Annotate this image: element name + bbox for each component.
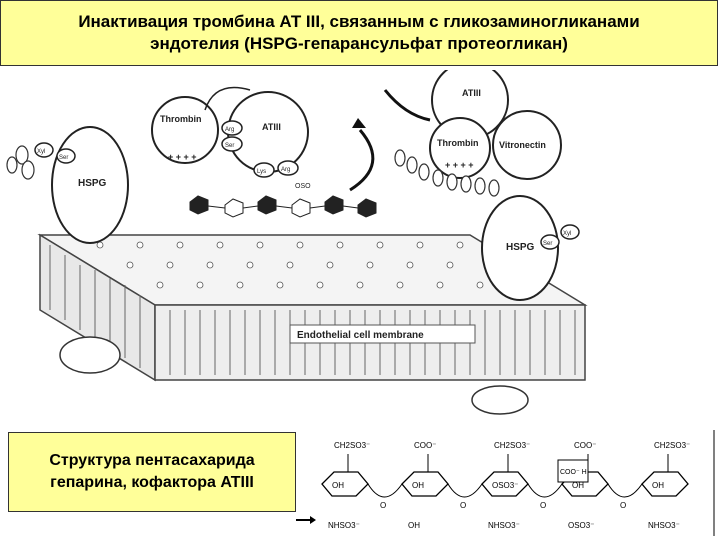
heparin-chain <box>189 195 377 218</box>
left-arg: Arg <box>225 127 234 133</box>
ring-group-label: OH <box>652 481 664 490</box>
glycosidic-link <box>447 483 483 498</box>
bottom-group-label: OSO3⁻ <box>568 521 594 530</box>
top-group-label: CH2SO3⁻ <box>654 441 690 450</box>
hspg-right: HSPG Ser Xyl <box>471 195 580 415</box>
link-oxygen-label: O <box>540 501 546 510</box>
hspg-left-label: HSPG <box>78 178 107 189</box>
hspg-left-xyl: Xyl <box>37 149 45 155</box>
hspg-left-ser: Ser <box>59 155 68 161</box>
top-group-label: COO⁻ <box>574 441 596 450</box>
link-oxygen-label: O <box>620 501 626 510</box>
title-line-1: Инактивация тромбина АТ III, связанным с… <box>78 12 640 31</box>
link-oxygen-label: O <box>460 501 466 510</box>
right-vitronectin-label: Vitronectin <box>499 140 546 150</box>
glycosidic-link <box>527 483 563 498</box>
curved-arrow <box>349 129 375 192</box>
top-group-label: CH2SO3⁻ <box>494 441 530 450</box>
top-group-label: COO⁻ <box>414 441 436 450</box>
bottom-group-label: NHSO3⁻ <box>648 521 680 530</box>
glycosidic-link <box>607 483 643 498</box>
left-arrow <box>204 86 251 111</box>
hspg-left: HSPG Ser Xyl <box>6 126 129 374</box>
membrane-label: Endothelial cell membrane <box>297 330 424 341</box>
link-oxygen-label: O <box>380 501 386 510</box>
left-arg2: Arg <box>281 167 290 173</box>
entry-arrow <box>383 89 431 122</box>
title-box: Инактивация тромбина АТ III, связанным с… <box>0 0 718 66</box>
left-complex: Thrombin + + + + ATIII Arg Ser Lys Arg O… <box>151 86 311 190</box>
ring-group-label: OH <box>572 481 584 490</box>
membrane-figure: Endothelial cell membrane HSPG Ser Xyl T… <box>6 70 588 415</box>
sugar-ring <box>401 471 449 497</box>
left-oso3: OSO <box>295 183 311 190</box>
ring-group-label: OH <box>412 481 424 490</box>
title-line-2: эндотелия (HSPG-гепарансульфат протеогли… <box>150 34 568 53</box>
right-charges: + + + + <box>445 160 474 170</box>
membrane-slab: Endothelial cell membrane <box>37 233 588 382</box>
box-group <box>557 459 589 483</box>
ring-group-label: OSO3⁻ <box>492 481 518 490</box>
left-charges: + + + + <box>168 152 197 162</box>
left-lys: Lys <box>257 169 266 175</box>
left-atiii-label: ATIII <box>262 122 281 132</box>
chem-arrow-head <box>310 516 316 524</box>
sugar-ring <box>641 471 689 497</box>
right-complex: ATIII Thrombin + + + + Vitronectin <box>394 70 562 197</box>
right-thrombin-label: Thrombin <box>437 138 479 148</box>
bottom-group-label: OH <box>408 521 420 530</box>
right-atiii-label: ATIII <box>462 88 481 98</box>
ring-group-label: OH <box>332 481 344 490</box>
sugar-ring <box>321 471 369 497</box>
caption-box: Структура пентасахарида гепарина, кофакт… <box>8 432 296 512</box>
bottom-group-label: NHSO3⁻ <box>328 521 360 530</box>
left-ser: Ser <box>225 143 234 149</box>
glycosidic-link <box>367 483 403 498</box>
caption-line-2: гепарина, кофактора ATIII <box>50 474 254 491</box>
membrane-label-box <box>289 324 476 344</box>
hspg-right-xyl: Xyl <box>563 231 571 237</box>
top-group-label: CH2SO3⁻ <box>334 441 370 450</box>
caption-line-1: Структура пентасахарида <box>49 452 255 469</box>
pentasaccharide-structure: CH2SO3⁻ OH NHSO3⁻ O COO⁻ OH OH O CH2SO3⁻ OSO3⁻ NHS… <box>296 430 715 536</box>
hspg-right-label: HSPG <box>506 242 535 253</box>
hspg-right-ser: Ser <box>543 241 552 247</box>
bottom-group-label: NHSO3⁻ <box>488 521 520 530</box>
box-group-label: COO⁻ H <box>560 469 587 476</box>
curved-arrow-head <box>352 118 366 128</box>
left-thrombin-label: Thrombin <box>160 114 202 124</box>
